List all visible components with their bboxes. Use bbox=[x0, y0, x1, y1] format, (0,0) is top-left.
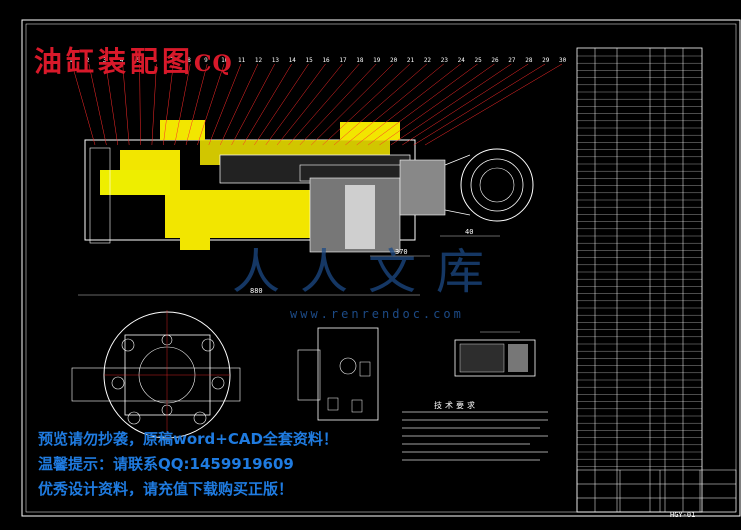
balloon-leader-26 bbox=[379, 63, 495, 146]
tech-requirements-heading: 技术要求 bbox=[434, 401, 478, 410]
balloon-leader-28 bbox=[402, 63, 529, 146]
drawing-title-suffix: CQ bbox=[194, 51, 233, 77]
balloon-label-14: 14 bbox=[289, 57, 297, 64]
balloon-label-7: 7 bbox=[170, 57, 174, 64]
balloon-leader-22 bbox=[333, 63, 427, 146]
watermark-url: www.renrendoc.com bbox=[290, 307, 464, 321]
watermark-text: 人人文库 bbox=[232, 244, 505, 300]
balloon-label-27: 27 bbox=[508, 57, 516, 64]
balloon-label-3: 3 bbox=[103, 57, 107, 64]
parts-list-table bbox=[576, 47, 703, 513]
balloon-leader-3 bbox=[105, 63, 119, 146]
cylinder-main-view bbox=[78, 120, 534, 296]
balloon-label-1: 1 bbox=[69, 57, 73, 64]
balloon-leader-16 bbox=[265, 63, 326, 146]
balloon-label-17: 17 bbox=[339, 57, 347, 64]
balloon-leader-15 bbox=[254, 63, 309, 146]
balloon-label-11: 11 bbox=[238, 57, 246, 64]
balloon-label-29: 29 bbox=[542, 57, 550, 64]
balloon-leader-30 bbox=[424, 63, 563, 146]
balloon-leader-14 bbox=[242, 63, 292, 146]
balloon-leaders bbox=[71, 63, 563, 146]
balloon-label-13: 13 bbox=[272, 57, 280, 64]
balloon-leader-5 bbox=[139, 63, 141, 146]
dimension-rod: 40 bbox=[465, 228, 474, 236]
title-block bbox=[576, 469, 737, 513]
balloon-leader-29 bbox=[413, 63, 546, 146]
balloon-leader-24 bbox=[356, 63, 461, 146]
notice-line-2: 温馨提示：请联系QQ:1459919609 bbox=[38, 455, 294, 473]
balloon-label-25: 25 bbox=[475, 57, 483, 64]
balloon-leader-10 bbox=[197, 63, 225, 146]
balloon-label-8: 8 bbox=[187, 57, 191, 64]
notice-line-3: 优秀设计资料，请充值下载购买正版！ bbox=[38, 480, 294, 498]
balloon-leader-21 bbox=[322, 63, 411, 146]
drawing-code: HGY-01 bbox=[670, 511, 696, 519]
balloon-leader-7 bbox=[163, 63, 174, 146]
balloon-leader-11 bbox=[208, 63, 242, 146]
balloon-leader-18 bbox=[288, 63, 360, 146]
balloon-label-30: 30 bbox=[559, 57, 567, 64]
drawing-title: 油缸装配图CQ bbox=[34, 40, 233, 80]
balloon-leader-27 bbox=[390, 63, 512, 146]
balloon-label-24: 24 bbox=[458, 57, 466, 64]
balloon-label-12: 12 bbox=[255, 57, 263, 64]
balloon-label-26: 26 bbox=[491, 57, 499, 64]
drawing-inner-border bbox=[25, 23, 737, 513]
balloon-label-15: 15 bbox=[306, 57, 314, 64]
balloon-label-5: 5 bbox=[137, 57, 141, 64]
balloon-label-9: 9 bbox=[204, 57, 208, 64]
detail-view-rod-end bbox=[454, 331, 536, 377]
balloon-label-20: 20 bbox=[390, 57, 398, 64]
balloon-leader-4 bbox=[122, 63, 130, 146]
balloon-label-21: 21 bbox=[407, 57, 415, 64]
balloon-label-6: 6 bbox=[153, 57, 157, 64]
balloon-leader-13 bbox=[231, 63, 275, 146]
balloon-leader-19 bbox=[299, 63, 377, 146]
balloon-leader-8 bbox=[174, 63, 191, 146]
drawing-border bbox=[21, 19, 741, 517]
notice-line-1: 预览请勿抄袭，原稿word+CAD全套资料！ bbox=[38, 430, 338, 448]
balloon-leader-6 bbox=[151, 63, 157, 146]
dimension-stroke: 370 bbox=[395, 248, 408, 256]
balloon-label-10: 10 bbox=[221, 57, 229, 64]
balloon-leader-2 bbox=[88, 63, 107, 146]
detail-view-block bbox=[297, 327, 379, 421]
balloon-leader-1 bbox=[71, 63, 96, 146]
balloon-label-18: 18 bbox=[356, 57, 364, 64]
balloon-label-2: 2 bbox=[86, 57, 90, 64]
balloon-leader-9 bbox=[185, 63, 208, 146]
balloon-label-28: 28 bbox=[525, 57, 533, 64]
tech-requirement-lines bbox=[402, 411, 548, 461]
balloon-leader-20 bbox=[311, 63, 394, 146]
balloon-leader-23 bbox=[345, 63, 444, 146]
balloon-label-22: 22 bbox=[424, 57, 432, 64]
dimension-overall: 880 bbox=[250, 287, 263, 295]
balloon-leader-12 bbox=[219, 63, 259, 146]
drawing-title-text: 油缸装配图 bbox=[34, 45, 195, 78]
balloon-label-19: 19 bbox=[373, 57, 381, 64]
balloon-label-4: 4 bbox=[120, 57, 124, 64]
balloon-leader-25 bbox=[367, 63, 478, 146]
balloon-leader-17 bbox=[276, 63, 343, 146]
balloon-label-23: 23 bbox=[441, 57, 449, 64]
end-view-flange bbox=[71, 310, 241, 440]
balloon-label-16: 16 bbox=[322, 57, 330, 64]
